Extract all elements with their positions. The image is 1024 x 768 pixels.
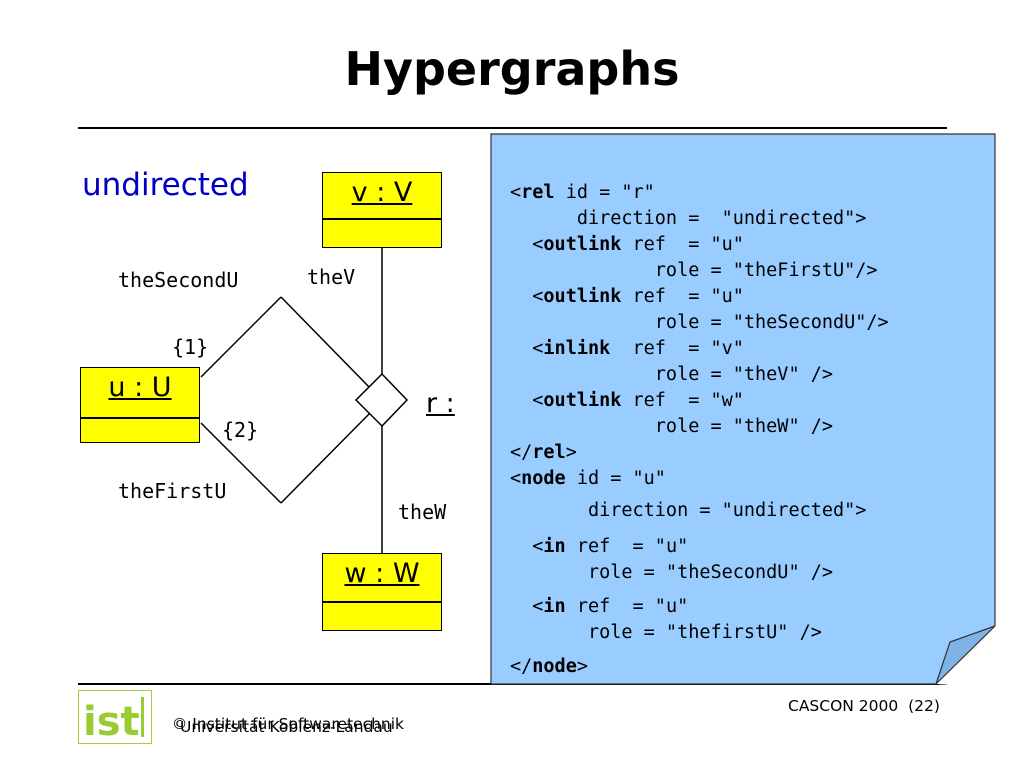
code-line: <outlink ref = "w"	[510, 390, 744, 411]
code-line: <outlink ref = "u"	[510, 286, 744, 307]
label-theV: theV	[307, 265, 356, 289]
code-line: <in ref = "u"	[510, 596, 689, 617]
relation-diamond	[354, 372, 409, 428]
code-line: </node>	[510, 656, 588, 677]
code-tag-name: rel	[521, 182, 555, 203]
edge-theFirstU-a	[200, 422, 282, 504]
code-line: <inlink ref = "v"	[510, 338, 744, 359]
code-line: <outlink ref = "u"	[510, 234, 744, 255]
node-v: v : V	[322, 172, 442, 248]
code-line: <in ref = "u"	[510, 536, 689, 557]
label-theSecondU: theSecondU	[118, 268, 239, 292]
node-w: w : W	[322, 553, 442, 631]
code-note	[491, 134, 995, 684]
ist-logo-mark: ist	[83, 697, 144, 745]
code-tag-name: in	[543, 596, 566, 617]
ist-logo: ist	[78, 690, 152, 745]
label-theFirstU: theFirstU	[118, 479, 227, 503]
code-line: role = "theSecondU" />	[510, 562, 834, 583]
code-line: role = "theW" />	[510, 416, 834, 437]
node-v-label: v : V	[351, 177, 413, 208]
edge-theFirstU-b	[280, 410, 373, 504]
footer-institute: Institut für Softwaretechnik	[192, 715, 405, 733]
note-fold	[935, 625, 996, 685]
code-tag-name: node	[521, 468, 566, 489]
code-tag-name: inlink	[543, 338, 611, 359]
edge-theSecondU-b	[280, 296, 373, 391]
code-line: <rel id = "r"	[510, 182, 655, 203]
title-divider	[78, 127, 947, 129]
page-title: Hypergraphs	[344, 42, 680, 96]
code-line: role = "thefirstU" />	[510, 622, 822, 643]
label-multiplicity-1: {1}	[172, 335, 209, 359]
label-multiplicity-2: {2}	[222, 418, 259, 442]
code-line: </rel>	[510, 442, 577, 463]
footer-university: Universität Koblenz-Landau	[180, 718, 393, 736]
code-line: direction = "undirected">	[510, 500, 867, 521]
code-tag-name: rel	[532, 442, 566, 463]
code-tag-name: node	[532, 656, 577, 677]
svg-text:ist: ist	[83, 699, 140, 743]
label-theW: theW	[398, 500, 447, 524]
node-u-label: u : U	[108, 372, 172, 403]
footer-conference-page: CASCON 2000 (22)	[788, 697, 940, 715]
code-tag-name: outlink	[543, 390, 622, 411]
code-line: role = "theSecondU"/>	[510, 312, 889, 333]
code-tag-name: outlink	[543, 286, 622, 307]
copyright-symbol: ©	[171, 715, 188, 733]
node-w-label: w : W	[344, 558, 420, 589]
code-line: role = "theV" />	[510, 364, 834, 385]
code-tag-name: in	[543, 536, 566, 557]
code-tag-name: outlink	[543, 234, 622, 255]
edge-theSecondU-a	[200, 296, 282, 378]
subtitle: undirected	[82, 167, 249, 203]
relation-label: r :	[426, 388, 455, 419]
code-line: role = "theFirstU"/>	[510, 260, 878, 281]
code-line: direction = "undirected">	[510, 208, 867, 229]
code-line: <node id = "u"	[510, 468, 666, 489]
node-u: u : U	[80, 367, 200, 443]
